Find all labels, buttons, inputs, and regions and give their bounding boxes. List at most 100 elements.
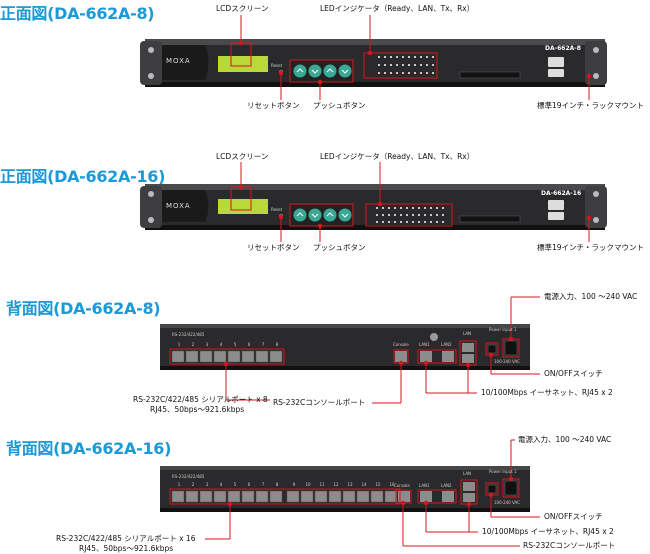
rear16-port-number: 2 bbox=[191, 482, 195, 487]
front16-brand-text: MOXA bbox=[166, 202, 191, 210]
rear8-port-number: 1 bbox=[177, 342, 181, 347]
rear8-panel-text: RS-232/422/485 bbox=[172, 332, 205, 337]
front16-label-led: LEDインジケータ（Ready、LAN、Tx、Rx） bbox=[320, 152, 475, 161]
front8-rack-ear-left bbox=[140, 41, 162, 85]
rear8-lan1-port bbox=[420, 351, 432, 362]
rear16-port-number: 13 bbox=[347, 482, 353, 487]
front8-rack-ear-right bbox=[585, 41, 607, 85]
front16-led-grid bbox=[376, 207, 444, 223]
rear8-callouts bbox=[169, 296, 540, 404]
front8-title: 正面図(DA-662A-8) bbox=[0, 4, 155, 23]
rear16-port-number: 4 bbox=[219, 482, 223, 487]
rear8-serial-ports bbox=[171, 350, 283, 363]
front16-model-text: DA-662A-16 bbox=[541, 190, 582, 197]
rear16-port-number-row-a: 1 2 3 4 5 6 7 8 bbox=[172, 482, 284, 487]
rear16-callouts bbox=[169, 439, 540, 547]
rear16-label-ethernet: 10/100Mbps イーサネット、RJ45 x 2 bbox=[482, 527, 614, 536]
rear16-port-number: 14 bbox=[361, 482, 367, 487]
rear8-port-number: 8 bbox=[275, 342, 279, 347]
rear8-port-number: 2 bbox=[191, 342, 195, 347]
front8-push-button-1[interactable] bbox=[293, 64, 307, 78]
rear8-title: 背面図(DA-662A-8) bbox=[6, 299, 161, 318]
rear8-port-number: 7 bbox=[261, 342, 265, 347]
rear16-power-switch[interactable] bbox=[487, 484, 497, 494]
front16-device bbox=[140, 184, 607, 230]
rear8-lan2-text: LAN2 bbox=[441, 342, 452, 347]
rear16-port-number: 15 bbox=[375, 482, 381, 487]
rear8-lan1-text: LAN1 bbox=[419, 342, 430, 347]
rear8-label-power: 電源入力、100 ～240 VAC bbox=[544, 292, 638, 301]
rear8-power-switch[interactable] bbox=[487, 344, 497, 354]
front8-push-button-2[interactable] bbox=[308, 64, 322, 78]
front16-reset-text: Reset bbox=[271, 207, 283, 212]
rear16-port-number: 3 bbox=[205, 482, 209, 487]
rear16-port-number: 8 bbox=[275, 482, 279, 487]
rear8-power-inlet bbox=[504, 340, 518, 356]
front8-device bbox=[140, 39, 607, 87]
rear8-label-onoff: ON/OFFスイッチ bbox=[544, 369, 603, 378]
rear16-label-onoff: ON/OFFスイッチ bbox=[544, 512, 603, 521]
front16-push-button-2[interactable] bbox=[308, 208, 322, 222]
rear16-panel-text: RS-232/422/485 bbox=[172, 474, 205, 479]
rear8-console-port bbox=[395, 351, 407, 362]
rear16-vac-text: 100-240 VAC bbox=[494, 500, 520, 505]
front8-lcd-screen bbox=[218, 56, 268, 72]
rear8-port-number: 6 bbox=[247, 342, 251, 347]
front8-label-reset: リセットボタン bbox=[247, 101, 300, 110]
rear16-port-number: 11 bbox=[319, 482, 325, 487]
rear16-port-number: 7 bbox=[261, 482, 265, 487]
rear16-power-inlet bbox=[504, 480, 518, 496]
front8-label-led: LEDインジケータ（Ready、LAN、Tx、Rx） bbox=[320, 4, 475, 13]
front16-label-reset: リセットボタン bbox=[247, 243, 300, 252]
rear16-lan-text: LAN bbox=[463, 471, 472, 476]
front16-label-lcd: LCDスクリーン bbox=[216, 152, 269, 161]
rear16-port-number: 1 bbox=[177, 482, 181, 487]
front8-push-button-4[interactable] bbox=[338, 64, 352, 78]
rear16-label-console: RS-232Cコンソールポート bbox=[523, 541, 616, 550]
rear16-label-serial-1: RS-232C/422/485 シリアルポート x 16 bbox=[56, 534, 196, 543]
front16-label-push: プッシュボタン bbox=[313, 243, 366, 252]
rear8-label-ethernet: 10/100Mbps イーサネット、RJ45 x 2 bbox=[481, 388, 613, 397]
rear16-label-power: 電源入力、100 ～240 VAC bbox=[518, 435, 612, 444]
rear16-title: 背面図(DA-662A-16) bbox=[6, 439, 172, 458]
front8-push-button-3[interactable] bbox=[323, 64, 337, 78]
front16-lcd-screen bbox=[218, 199, 268, 214]
front8-label-rack: 標準19インチ・ラックマウント bbox=[537, 101, 645, 110]
rear8-vac-text: 100-240 VAC bbox=[494, 359, 520, 364]
front16-push-button-3[interactable] bbox=[323, 208, 337, 222]
rear16-lan2-text: LAN2 bbox=[441, 483, 452, 488]
front8-reset-text: Reset bbox=[271, 63, 283, 68]
front16-label-rack: 標準19インチ・ラックマウント bbox=[537, 243, 645, 252]
rear16-lan1-port bbox=[420, 491, 432, 502]
front16-rack-ear-left bbox=[140, 186, 162, 228]
rear8-lan2-port bbox=[442, 351, 454, 362]
rear8-device bbox=[160, 324, 530, 370]
rear8-console-text: Console bbox=[393, 342, 409, 347]
rear8-port-number: 3 bbox=[205, 342, 209, 347]
rear16-console-text: Console bbox=[394, 483, 410, 488]
rear16-port-number: 9 bbox=[292, 482, 296, 487]
rear16-port-number: 16 bbox=[389, 482, 395, 487]
front8-label-push: プッシュボタン bbox=[313, 101, 366, 110]
rear16-console-port bbox=[398, 491, 410, 502]
front8-model-text: DA-662A-8 bbox=[545, 45, 581, 52]
rear16-port-number: 10 bbox=[305, 482, 311, 487]
rear16-label-serial-2: RJ45、50bps～921.6kbps bbox=[79, 544, 174, 553]
front16-push-button-4[interactable] bbox=[338, 208, 352, 222]
rear8-label-serial-2: RJ45、50bps～921.6kbps bbox=[150, 405, 245, 414]
rear8-lan-text: LAN bbox=[463, 331, 472, 336]
front8-led-grid bbox=[378, 56, 434, 74]
front16-push-button-1[interactable] bbox=[293, 208, 307, 222]
rear16-port-number: 6 bbox=[247, 482, 251, 487]
rear8-port-number: 4 bbox=[219, 342, 223, 347]
rear8-port-number: 5 bbox=[233, 342, 237, 347]
front8-label-lcd: LCDスクリーン bbox=[216, 4, 269, 13]
rear8-label-console: RS-232Cコンソールポート bbox=[273, 398, 366, 407]
front16-title: 正面図(DA-662A-16) bbox=[0, 167, 166, 186]
rear16-serial-ports bbox=[171, 490, 398, 503]
rear16-lan1-text: LAN1 bbox=[419, 483, 430, 488]
front8-brand-text: MOXA bbox=[166, 57, 191, 65]
rear16-port-number: 12 bbox=[333, 482, 339, 487]
rear8-port-number-row: 1 2 3 4 5 6 7 8 bbox=[172, 342, 284, 347]
